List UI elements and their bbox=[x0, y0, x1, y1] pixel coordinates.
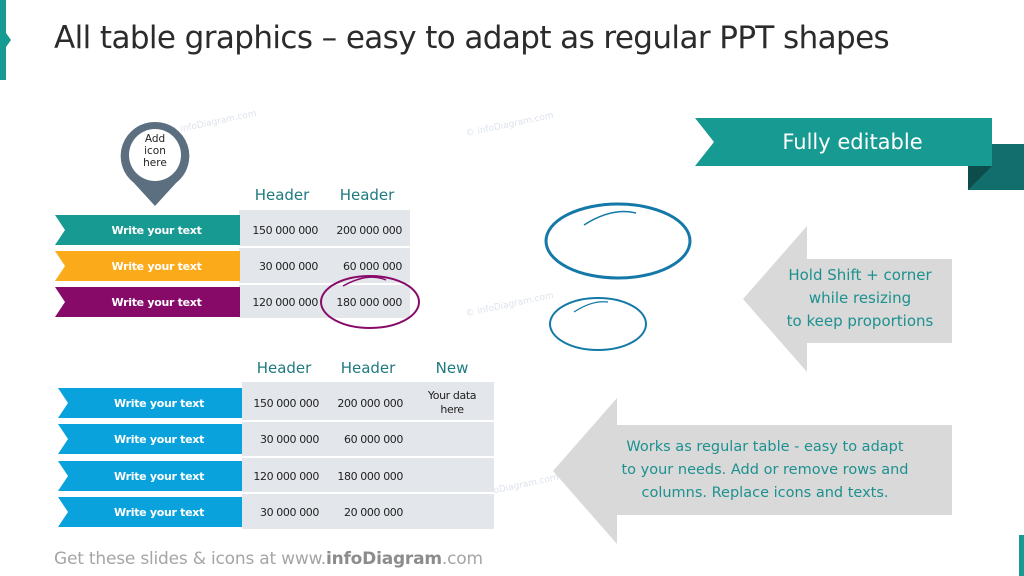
pin-label: Add icon here bbox=[143, 133, 167, 169]
row-banner-blue bbox=[58, 424, 242, 454]
title-accent-notch bbox=[6, 33, 11, 47]
table1-cell[interactable]: 30 000 000 bbox=[259, 259, 318, 273]
table1-cell[interactable]: 150 000 000 bbox=[252, 223, 318, 237]
table1-row1-label[interactable]: Write your text bbox=[111, 223, 202, 237]
table2-header-2: Header bbox=[340, 359, 396, 377]
footer-suffix: .com bbox=[441, 549, 483, 569]
slide-title: All table graphics – easy to adapt as re… bbox=[54, 20, 890, 56]
table1-cell[interactable]: 200 000 000 bbox=[336, 223, 402, 237]
table2-cell-new[interactable]: Your data here bbox=[427, 389, 477, 416]
row-divider bbox=[242, 420, 494, 422]
callout-resize-text: Hold Shift + corner while resizing to ke… bbox=[786, 266, 934, 330]
table2-cell[interactable]: 180 000 000 bbox=[337, 469, 403, 483]
fully-editable-label: Fully editable bbox=[782, 130, 923, 154]
table2-cell[interactable]: 20 000 000 bbox=[344, 505, 403, 519]
table2-header-1: Header bbox=[256, 359, 312, 377]
hand-drawn-circle-small bbox=[549, 297, 647, 351]
callout-table-text: Works as regular table - easy to adapt t… bbox=[621, 439, 909, 501]
table2-cell[interactable]: 30 000 000 bbox=[260, 432, 319, 446]
table1-header-1: Header bbox=[254, 186, 310, 204]
row-banner-blue bbox=[58, 461, 242, 491]
footer-prefix: Get these slides & icons at www. bbox=[54, 549, 326, 569]
table2-header-new: New bbox=[435, 359, 469, 377]
row-divider bbox=[242, 456, 494, 458]
table2-cell[interactable]: 200 000 000 bbox=[337, 396, 403, 410]
table2-row2-label[interactable]: Write your text bbox=[113, 432, 205, 446]
hand-drawn-circle-large bbox=[544, 202, 692, 280]
fully-editable-ribbon bbox=[695, 118, 1024, 190]
row-divider bbox=[239, 283, 410, 285]
table2-row4-label[interactable]: Write your text bbox=[113, 505, 205, 519]
footer-brand: infoDiagram bbox=[325, 549, 442, 569]
table2-cell[interactable]: 150 000 000 bbox=[253, 396, 319, 410]
row-banner-purple bbox=[55, 287, 240, 317]
table2-cell[interactable]: 60 000 000 bbox=[344, 432, 403, 446]
table1-cell[interactable]: 120 000 000 bbox=[252, 295, 318, 309]
row-banner-blue bbox=[58, 388, 242, 418]
table1-cell[interactable]: 180 000 000 bbox=[336, 295, 402, 309]
title-accent-bar bbox=[0, 0, 6, 80]
row-banner-blue bbox=[58, 497, 242, 527]
row-divider bbox=[242, 492, 494, 494]
map-pin-icon: Add icon here bbox=[116, 118, 194, 218]
table1-header-2: Header bbox=[339, 186, 395, 204]
table1-cell[interactable]: 60 000 000 bbox=[343, 259, 402, 273]
row-banner-orange bbox=[55, 251, 240, 281]
table2-row3-label[interactable]: Write your text bbox=[113, 469, 205, 483]
watermark: © infoDiagram.com bbox=[464, 290, 555, 320]
watermark: © infoDiagram.com bbox=[464, 110, 555, 140]
table1-body bbox=[239, 210, 410, 318]
row-divider bbox=[239, 246, 410, 248]
table2-cell[interactable]: 30 000 000 bbox=[260, 505, 319, 519]
left-arrow-callout bbox=[743, 226, 952, 372]
table1-row2-label[interactable]: Write your text bbox=[111, 259, 202, 273]
footer-credit[interactable]: Get these slides & icons at www.infoDiag… bbox=[54, 549, 483, 569]
highlight-circle bbox=[320, 275, 420, 329]
table2-row1-label[interactable]: Write your text bbox=[113, 396, 205, 410]
table1-row3-label[interactable]: Write your text bbox=[111, 295, 202, 309]
left-arrow-callout bbox=[553, 398, 952, 544]
table2-cell[interactable]: 120 000 000 bbox=[253, 469, 319, 483]
row-banner-teal bbox=[55, 215, 240, 245]
corner-accent-bar bbox=[1019, 535, 1024, 576]
table2-body bbox=[242, 382, 494, 529]
